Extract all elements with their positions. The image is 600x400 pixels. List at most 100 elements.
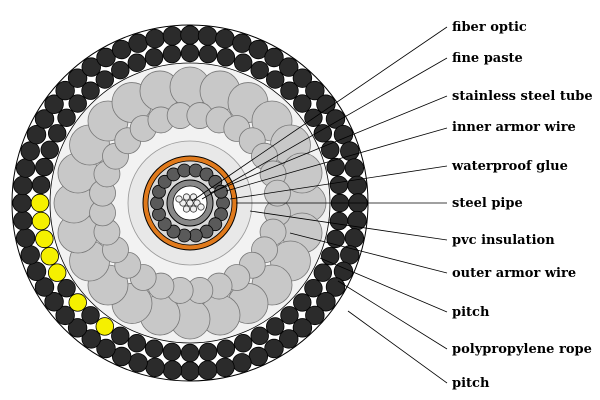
outer-wire: [34, 277, 55, 297]
leader-line: [347, 310, 448, 384]
outer-wire: [95, 70, 114, 89]
label-fine-paste: fine paste: [452, 51, 523, 66]
inner-armor-wire: [188, 228, 203, 243]
outer-wire: [266, 70, 285, 89]
outer-wire: [304, 279, 323, 298]
leader-line: [249, 210, 448, 241]
leader-line: [201, 57, 448, 200]
outer-wire: [111, 60, 130, 80]
outer-wire: [20, 245, 40, 265]
rope-wire: [30, 193, 50, 213]
outer-wire: [329, 175, 349, 195]
outer-wire: [316, 94, 336, 114]
leader-line: [229, 165, 448, 200]
outer-wire: [264, 47, 284, 68]
outer-wire: [250, 326, 269, 346]
fiber-optic: [182, 205, 191, 213]
outer-wire: [215, 357, 235, 378]
inner-armor-wire: [177, 163, 192, 178]
cable-layers: [11, 24, 369, 382]
outer-wire: [326, 157, 345, 177]
outer-wire: [180, 343, 200, 363]
outer-wire: [81, 57, 101, 77]
outer-wire: [111, 39, 132, 60]
outer-wire: [180, 25, 200, 45]
outer-wire: [305, 80, 325, 101]
outer-wire: [344, 158, 365, 178]
leader-line: [191, 26, 448, 202]
outer-wire: [293, 94, 312, 113]
leader-line: [209, 95, 448, 194]
outer-armor-wire: [264, 179, 291, 207]
outer-wire: [57, 279, 76, 298]
outer-wire: [316, 292, 336, 312]
rope-wire: [40, 246, 59, 266]
outer-wire: [44, 94, 64, 114]
outer-wire: [81, 81, 100, 100]
outer-wire: [293, 293, 312, 312]
rope-wire: [47, 263, 67, 282]
rope-wire: [35, 229, 54, 249]
outer-wire: [325, 109, 346, 129]
outer-wire: [20, 141, 40, 161]
outer-wire: [13, 175, 33, 196]
label-steel-pipe: steel pipe: [452, 196, 523, 211]
outer-wire: [34, 109, 55, 129]
leader-line: [225, 127, 448, 192]
label-pitch-2: pitch: [452, 376, 490, 391]
fiber-optic: [175, 195, 183, 203]
outer-wire: [162, 44, 182, 64]
outer-wire: [198, 44, 218, 64]
label-pitch-1: pitch: [452, 305, 490, 320]
label-inner-armor-wire: inner armor wire: [452, 120, 576, 135]
outer-wire: [127, 334, 147, 353]
inner-armor-wire: [152, 207, 166, 222]
label-group: fiber optic fine paste stainless steel t…: [451, 20, 593, 391]
outer-wire: [15, 158, 36, 178]
outer-wire: [13, 210, 33, 231]
outer-wire: [40, 140, 59, 160]
fiber-optic: [186, 199, 194, 207]
outer-wire: [233, 334, 253, 353]
outer-wire: [180, 361, 200, 381]
outer-wire: [292, 68, 313, 88]
outer-wire: [144, 48, 164, 67]
inner-armor-wire: [150, 196, 164, 210]
outer-wire: [162, 26, 183, 46]
outer-wire: [35, 157, 54, 177]
outer-wire: [111, 346, 132, 367]
outer-wire: [305, 305, 325, 326]
outer-wire: [81, 329, 101, 349]
leader-line: [337, 280, 448, 350]
outer-wire: [216, 48, 236, 67]
outer-wire: [313, 263, 333, 282]
outer-wire: [215, 28, 235, 49]
outer-wire: [180, 43, 200, 63]
outer-wire: [26, 261, 47, 282]
outer-wire: [145, 28, 165, 49]
outer-wire: [326, 229, 345, 249]
rope-wire: [31, 211, 51, 231]
outer-wire: [280, 81, 299, 100]
outer-wire: [280, 306, 299, 325]
outer-wire: [264, 338, 284, 359]
outer-wire: [96, 338, 116, 359]
outer-wire: [47, 124, 67, 143]
outer-wire: [81, 306, 100, 325]
leader-line: [289, 232, 448, 274]
outer-wire: [111, 326, 130, 346]
fiber-optic: [182, 193, 191, 201]
outer-wire: [96, 47, 116, 68]
rope-wire: [95, 317, 114, 336]
outer-wire: [233, 53, 253, 72]
outer-wire: [266, 317, 285, 336]
outer-wire: [31, 175, 51, 195]
outer-wire: [26, 124, 47, 145]
outer-wire: [344, 228, 365, 248]
label-stainless-steel-tube: stainless steel tube: [452, 89, 593, 104]
label-polypropylene-rope: polypropylene rope: [452, 342, 592, 357]
outer-wire: [162, 342, 182, 362]
leader-lines: [191, 26, 448, 384]
outer-wire: [198, 342, 218, 362]
